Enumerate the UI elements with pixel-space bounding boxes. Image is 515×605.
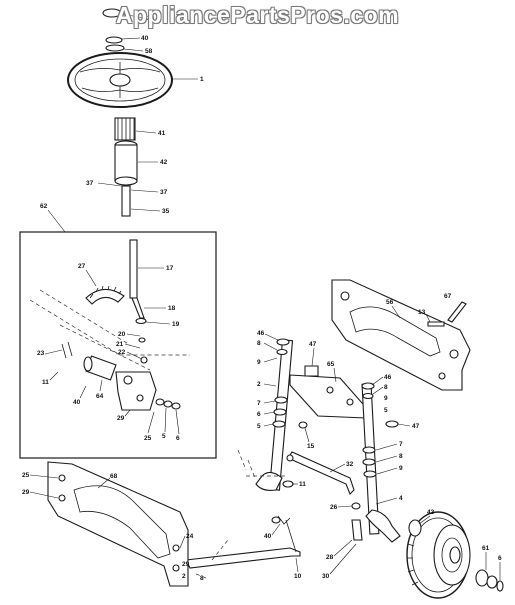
callout-tierod-40: 40 [264,533,272,540]
callout-bolt-67: 67 [444,293,452,300]
lower-shaft-stub [121,185,131,217]
callout-inset-20: 20 [118,331,126,338]
gear-pinion [114,117,136,141]
callout-spindle-l-5: 5 [257,423,261,430]
front-wheel [406,511,471,599]
watermark: AppliancePartsPros.com [115,2,400,28]
callout-pin-right: 37 [160,189,168,196]
callout-inset-11: 11 [42,379,49,386]
callout-frame-29: 29 [22,489,30,496]
callout-frame-2: 2 [182,573,186,580]
front-frame [47,461,189,587]
callout-sector-gear: 27 [78,263,86,270]
callout-inset-group: 62 [40,203,48,210]
callout-tierod-10: 10 [294,573,302,580]
callout-tierod-26: 26 [330,504,338,511]
callout-tierod-11: 11 [299,481,306,488]
steering-cap [102,8,122,18]
inset-washers [155,398,181,410]
callout-inset-21: 21 [116,341,124,348]
inset-pin [61,341,73,359]
hub-cap [475,569,504,592]
callout-inset-64: 64 [96,393,104,400]
inset-box [19,231,217,459]
wheel-washer [105,44,125,52]
callout-steering-wheel: 1 [200,76,204,83]
callout-wheel-nut: 40 [141,35,149,42]
nut-15 [298,421,308,429]
callout-hub-cap-61: 61 [482,545,490,552]
callout-hub-cap-6: 6 [498,555,502,562]
tierod-end-28 [351,519,363,541]
callout-frame-24: 24 [186,533,194,540]
callout-shaft-lower: 35 [162,208,170,215]
shaft-bushing [114,140,138,186]
callout-shaft-clip-b: 19 [172,321,180,328]
callout-spindle-r-7: 7 [399,441,403,448]
callout-steering-shaft: 17 [166,265,174,272]
wheel-nut [105,36,123,44]
tierod-end-11 [282,480,294,488]
steering-wheel [67,52,173,108]
inset-bushing [83,355,117,381]
sector-gear [85,285,125,305]
callout-frame-8: 8 [200,575,204,582]
callout-spindle-r-4: 4 [399,495,403,502]
callout-frame-25: 25 [22,472,30,479]
center-bracket [289,365,371,419]
inset-steering-shaft [129,239,145,319]
callout-inset-5: 5 [162,433,166,440]
callout-spindle-l-6: 6 [257,411,261,418]
callout-frame-68: 68 [110,473,118,480]
callout-frame-29b: 29 [182,561,190,568]
callout-shaft-clip-a: 18 [168,305,176,312]
callout-bolt-13: 13 [418,309,426,316]
callout-inset-6: 6 [176,435,180,442]
callout-inset-29: 29 [117,415,125,422]
callout-shaft-bushing: 42 [160,159,168,166]
callout-tierod-30: 30 [322,573,330,580]
callout-bracket-47: 47 [309,341,317,348]
callout-drag-link: 32 [346,461,354,468]
callout-spindle-r-8b: 8 [399,453,403,460]
tie-rod [185,515,301,569]
wheel-bearing [408,519,422,537]
drag-link [286,451,355,495]
callout-spindle-l-46: 46 [257,330,265,337]
bolt-13 [427,321,445,327]
callout-spindle-l-7: 7 [257,400,261,407]
callout-inset-25: 25 [144,435,152,442]
callout-axle-support: 56 [386,299,394,306]
right-spindle [361,382,401,543]
callout-nut-15: 15 [307,443,315,450]
callout-spindle-r-9b: 9 [399,465,403,472]
callout-spindle-r-9: 9 [384,395,388,402]
callout-gear-pinion: 41 [158,130,166,137]
bolt-67 [447,301,467,323]
callout-spindle-r-46: 46 [384,374,392,381]
axle-support [331,279,471,391]
callout-pin-left: 37 [86,180,94,187]
shaft-clip [135,317,147,325]
callout-steering-cap: 26 [147,15,155,22]
callout-spindle-r-8: 8 [384,384,388,391]
callout-spindle-r-5: 5 [384,407,388,414]
callout-inset-40: 40 [73,399,81,406]
callout-spindle-l-2: 2 [257,381,261,388]
left-spindle [255,338,294,491]
callout-spindle-l-9: 9 [257,359,261,366]
callout-spindle-l-8: 8 [257,340,261,347]
callout-spindle-r-47: 47 [412,423,420,430]
callout-inset-22: 22 [118,349,126,356]
callout-inset-23: 23 [37,350,45,357]
callout-bracket-65: 65 [327,361,335,368]
callout-wheel-43: 43 [427,509,435,516]
inset-pitman-arm [115,371,157,411]
callout-wheel-washer: 58 [145,48,153,55]
callout-tierod-28: 28 [326,554,334,561]
